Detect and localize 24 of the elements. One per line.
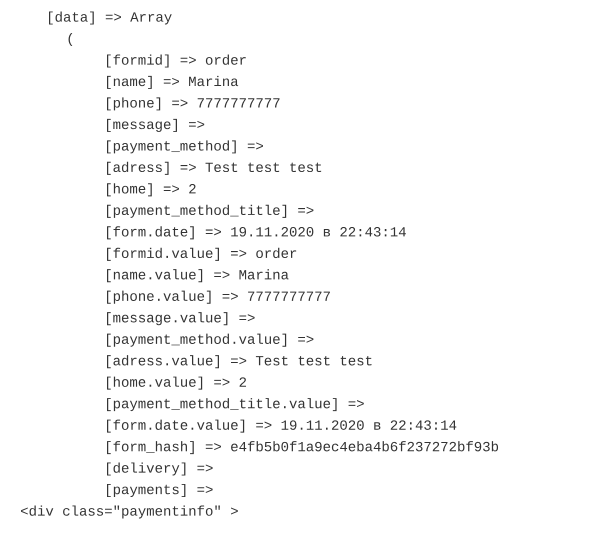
code-line: [form_hash] => e4fb5b0f1a9ec4eba4b6f237272bf93b [107,441,498,454]
code-line: [form.date.value] => 19.11.2020 в 22:43:14 [107,420,456,433]
code-line: [adress.value] => Test test test [107,355,372,368]
code-line: [payments] => [107,484,213,498]
code-line: [payment_method] => [107,140,263,154]
code-line: [name] => Marina [107,76,238,89]
code-line: [payment_method_title] => [107,204,314,218]
code-line: [name.value] => Marina [107,269,289,282]
code-line: [delivery] => [107,462,213,476]
code-line: [payment_method.value] => [107,334,314,347]
code-line: [form.date] => 19.11.2020 в 22:43:14 [107,226,406,240]
code-line: [home.value] => 2 [107,376,246,390]
code-line: [formid] => order [107,54,246,68]
code-line: [message.value] => [107,312,255,326]
code-line: ( [68,32,72,46]
code-line: [adress] => Test test test [107,162,322,175]
code-line: [formid.value] => order [107,248,296,261]
code-line: <div class="paymentinfo" > [21,505,238,518]
code-line: [home] => 2 [107,183,196,196]
code-line: [phone.value] => 7777777777 [107,290,330,304]
code-line: [payment_method_title.value] => [107,398,364,412]
code-line: [phone] => 7777777777 [107,97,280,110]
code-line: [data] => Array [49,11,172,25]
code-line: [message] => [107,118,204,132]
